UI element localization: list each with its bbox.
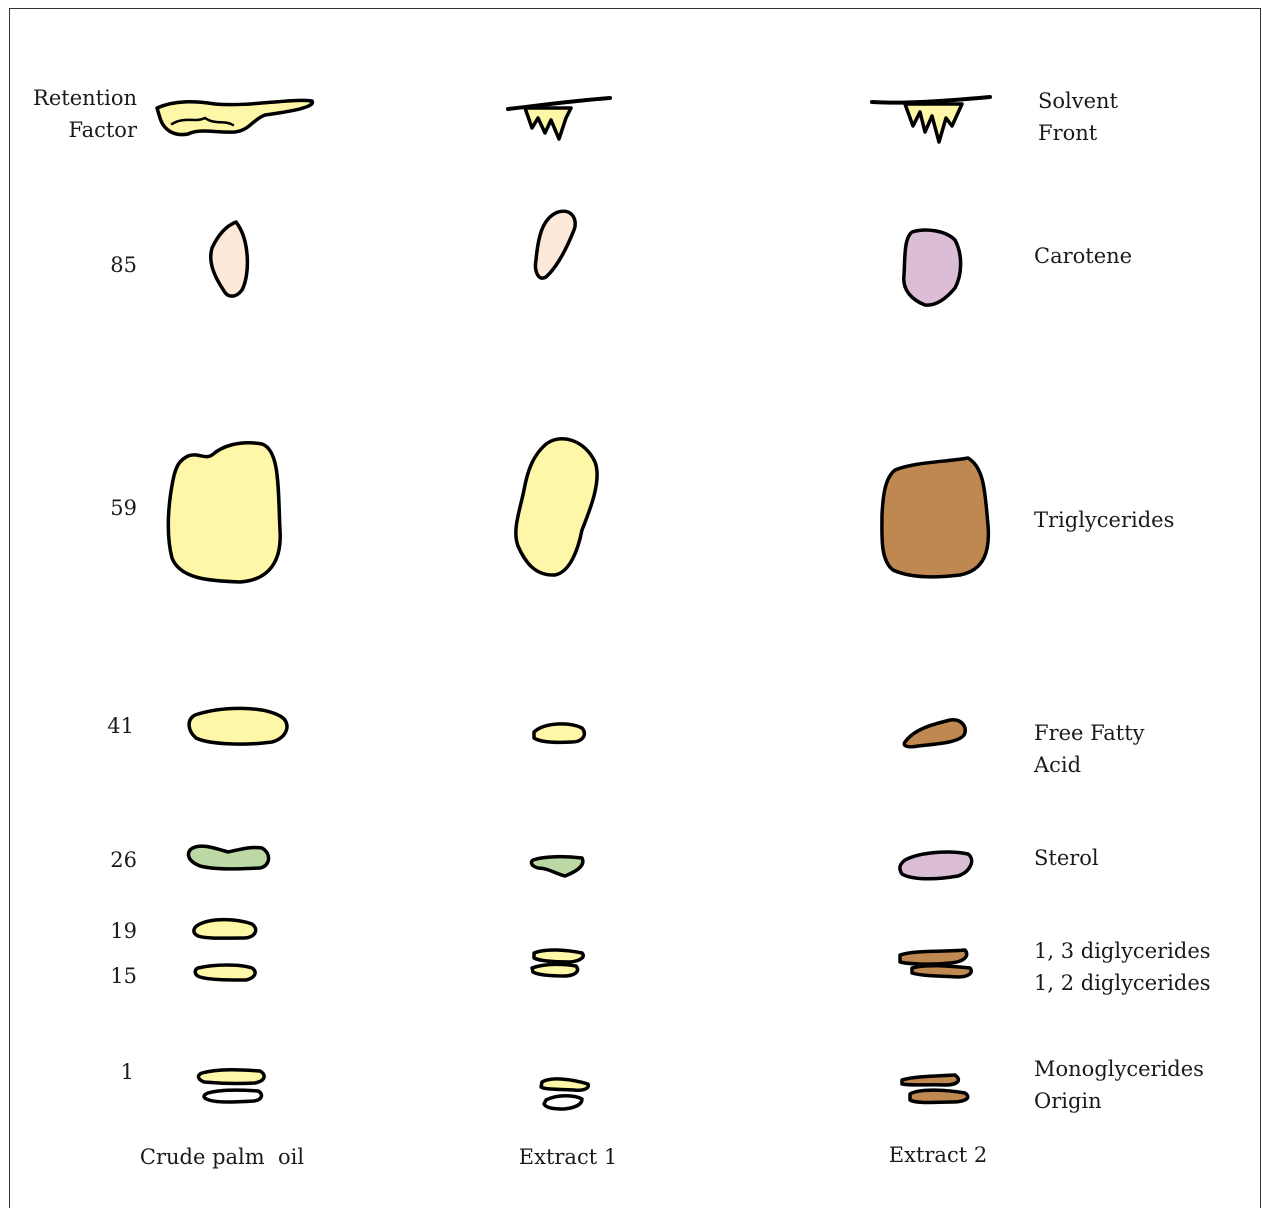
- component-ffa-line2: Acid: [1033, 753, 1081, 777]
- spot-carotene-crude: [211, 222, 248, 296]
- column-extract-2: [872, 97, 990, 1103]
- spot-free-fatty-acid-extract-1: [534, 724, 584, 742]
- spot-free-fatty-acid-extract-2: [904, 720, 965, 747]
- spot-solvent-front-extract-2: [905, 104, 962, 142]
- spot-13-diglycerides-crude: [194, 920, 256, 939]
- rf-value-free-fatty-acid: 41: [107, 714, 134, 738]
- rf-value-triglycerides: 59: [110, 496, 137, 520]
- spot-12-diglycerides-extract-1: [532, 964, 578, 976]
- spot-13-diglycerides-extract-1: [534, 950, 583, 962]
- spot-sterol-crude: [188, 846, 268, 869]
- column-label-crude-palm-oil: Crude palm oil: [140, 1145, 304, 1169]
- spot-sterol-extract-1: [531, 857, 582, 876]
- rf-value-13-diglycerides: 19: [110, 919, 137, 943]
- spot-12-diglycerides-extract-2: [912, 966, 971, 977]
- component-solvent-line2: Front: [1038, 121, 1098, 145]
- spot-monoglycerides-extract-2: [902, 1075, 958, 1085]
- column-crude-palm-oil: [157, 100, 312, 1102]
- component-solvent-line1: Solvent: [1038, 89, 1119, 113]
- spot-triglycerides-extract-2: [882, 458, 989, 577]
- spot-monoglycerides-crude: [198, 1070, 264, 1084]
- component-ffa-line1: Free Fatty: [1034, 721, 1145, 745]
- component-12-diglycerides: 1, 2 diglycerides: [1034, 971, 1211, 995]
- component-13-diglycerides: 1, 3 diglycerides: [1034, 939, 1211, 963]
- spot-triglycerides-extract-1: [516, 439, 597, 575]
- component-triglycerides: Triglycerides: [1034, 508, 1174, 532]
- column-label-extract-1: Extract 1: [519, 1145, 617, 1169]
- rf-value-monoglycerides: 1: [121, 1060, 134, 1084]
- rf-header-line1: Retention: [33, 86, 137, 110]
- spot-solvent-front-crude: [157, 100, 312, 134]
- component-origin: Origin: [1034, 1089, 1102, 1113]
- spot-carotene-extract-1: [535, 211, 575, 278]
- spot-sterol-extract-2: [900, 852, 972, 879]
- spot-origin-extract-2: [910, 1090, 968, 1102]
- spot-carotene-extract-2: [904, 230, 961, 305]
- spot-triglycerides-crude: [168, 443, 280, 582]
- spot-origin-extract-1: [544, 1096, 582, 1109]
- component-sterol: Sterol: [1034, 846, 1099, 870]
- spot-solvent-front-extract-1: [525, 108, 571, 139]
- spot-monoglycerides-extract-1: [541, 1079, 588, 1090]
- column-extract-1: [508, 98, 610, 1109]
- column-label-extract-2: Extract 2: [889, 1143, 987, 1167]
- spot-12-diglycerides-crude: [195, 965, 255, 980]
- rf-value-12-diglycerides: 15: [110, 964, 137, 988]
- spot-origin-crude: [204, 1090, 261, 1102]
- rf-value-carotene: 85: [110, 253, 137, 277]
- component-monoglycerides: Monoglycerides: [1034, 1057, 1204, 1081]
- rf-value-sterol: 26: [110, 848, 137, 872]
- spot-13-diglycerides-extract-2: [900, 950, 967, 964]
- component-carotene: Carotene: [1034, 244, 1132, 268]
- spot-free-fatty-acid-crude: [189, 708, 287, 744]
- rf-header-line2: Factor: [68, 118, 138, 142]
